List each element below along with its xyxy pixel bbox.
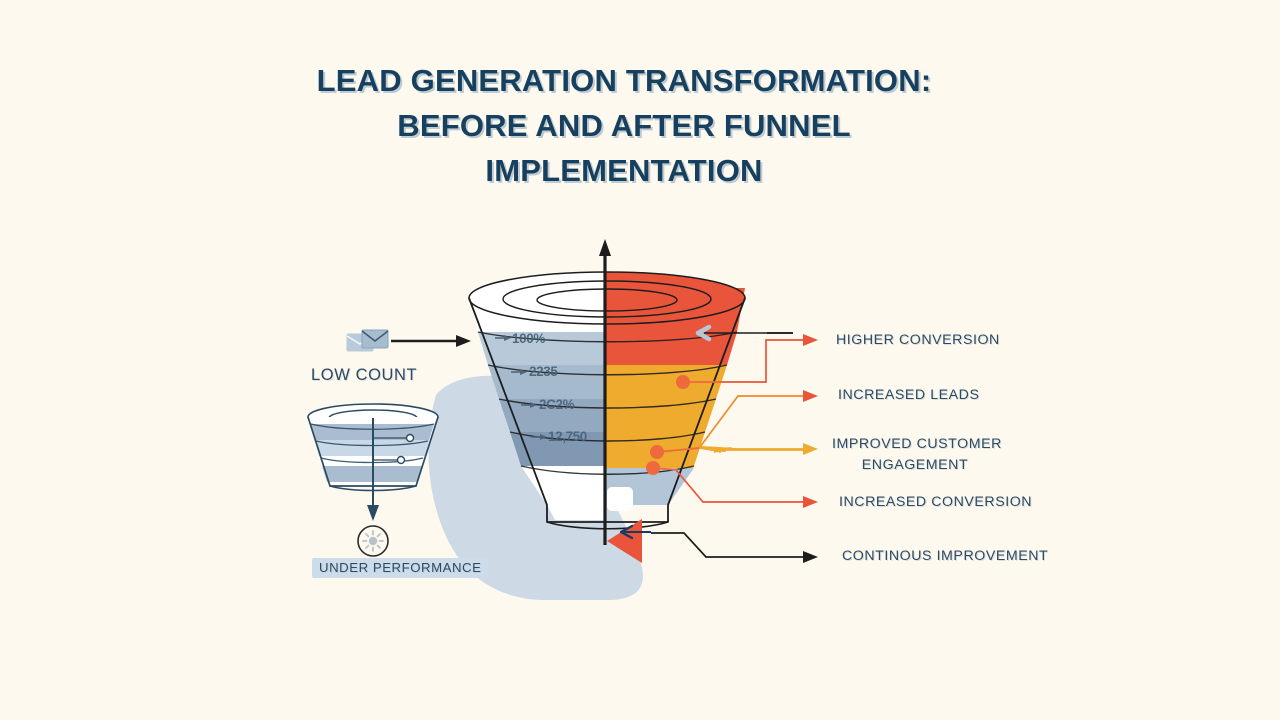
stage-arrow-icons <box>495 335 547 440</box>
funnel-stage-value-1: 100% <box>512 331 545 346</box>
callout-label-3-line1: IMPROVED CUSTOMER <box>832 436 1002 452</box>
under-performance-badge: UNDER PERFORMANCE <box>312 558 489 578</box>
envelope-icon <box>346 329 389 352</box>
funnel-top-rim <box>468 271 746 325</box>
funnel-bottom-chip <box>607 487 633 511</box>
center-axis-arrow <box>599 239 611 545</box>
title-line-1: LEAD GENERATION TRANSFORMATION: <box>316 63 932 98</box>
callout-label-2: INCREASED LEADS <box>838 387 980 403</box>
funnel-stage-value-2: 2235 <box>529 364 558 379</box>
funnel-stage-value-4: 12,750 <box>548 429 587 444</box>
callout-label-3: IMPROVED CUSTOMER ENGAGEMENT <box>832 434 1002 476</box>
callout-connectors <box>619 332 818 563</box>
bottom-red-arrow <box>607 519 642 563</box>
small-funnel-icon <box>307 403 439 521</box>
callout-label-1: HIGHER CONVERSION <box>836 332 1000 348</box>
main-funnel <box>468 271 746 530</box>
low-count-label: LOW COUNT <box>311 366 418 384</box>
page-title: LEAD GENERATION TRANSFORMATION: BEFORE A… <box>300 58 948 193</box>
connector-4 <box>675 469 805 503</box>
title-line-2: BEFORE AND AFTER FUNNEL <box>397 108 851 143</box>
funnel-outline <box>468 297 746 523</box>
funnel-stage-value-3: 2C2% <box>539 397 575 412</box>
callout-label-3-line2: ENGAGEMENT <box>861 457 969 473</box>
connector-1 <box>719 339 805 383</box>
callout-label-4: INCREASED CONVERSION <box>839 494 1033 510</box>
title-line-3: IMPLEMENTATION <box>485 153 763 188</box>
inbound-arrow <box>391 335 471 347</box>
connector-5 <box>651 532 805 558</box>
connector-3 <box>698 446 805 454</box>
callout-label-5: CONTINOUS IMPROVEMENT <box>842 548 1049 564</box>
gear-icon <box>357 525 389 557</box>
